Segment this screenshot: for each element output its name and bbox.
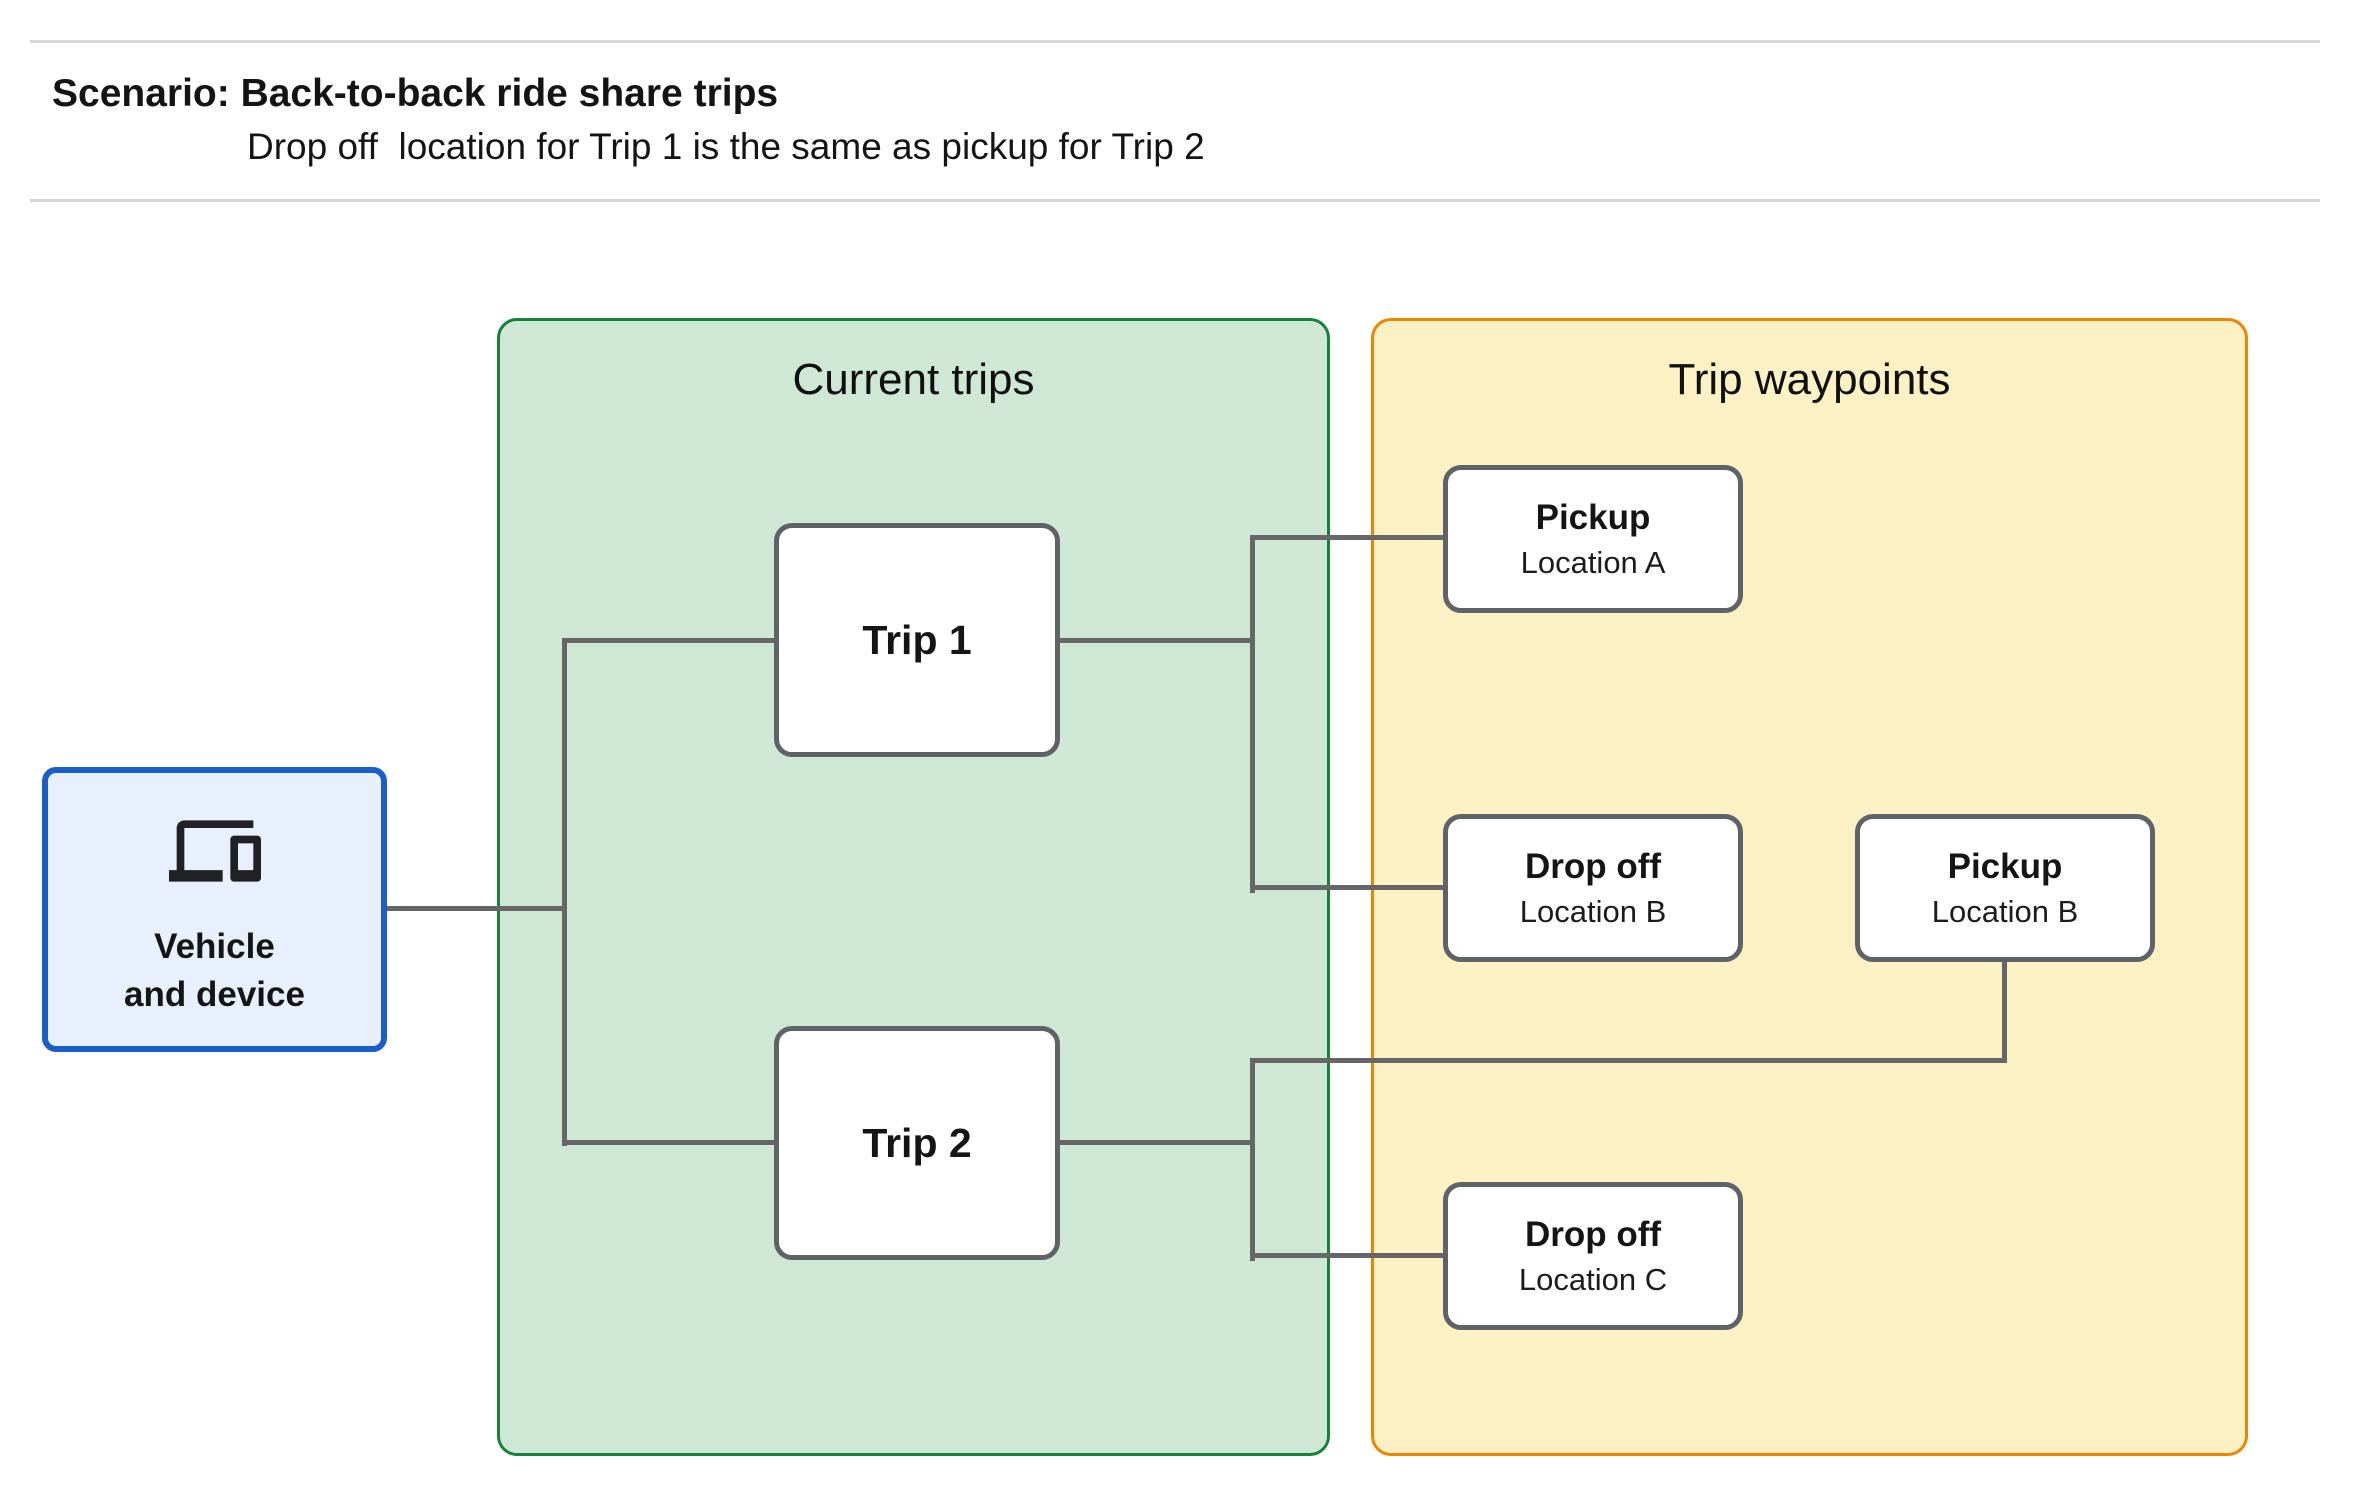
connector-to-pickup-a	[1252, 535, 1443, 540]
pickup-location-a-node: Pickup Location A	[1443, 465, 1743, 613]
vehicle-label-line2: and device	[124, 975, 305, 1014]
connector-trip1-junction-vertical	[1250, 535, 1255, 893]
waypoint-title: Pickup	[1535, 497, 1651, 537]
connector-trip1-to-junction	[1060, 638, 1252, 643]
connector-pickup-b-stem	[2002, 962, 2007, 1063]
pickup-location-b-node: Pickup Location B	[1855, 814, 2155, 962]
waypoint-subtitle: Location A	[1520, 544, 1666, 580]
current-trips-group: Current trips	[497, 318, 1330, 1456]
connector-junction-to-trip1	[564, 638, 774, 643]
vehicle-and-device-node: Vehicle and device	[42, 767, 387, 1052]
page-title: Scenario: Back-to-back ride share trips	[52, 72, 779, 115]
connector-junction-to-trip2	[564, 1140, 774, 1145]
page-subtitle: Drop off location for Trip 1 is the same…	[247, 126, 1205, 167]
connector-vehicle-to-junction	[387, 906, 564, 911]
trip-1-label: Trip 1	[862, 616, 972, 663]
dropoff-location-c-node: Drop off Location C	[1443, 1182, 1743, 1330]
connector-trip2-junction-vertical	[1250, 1058, 1255, 1261]
waypoint-subtitle: Location C	[1518, 1261, 1668, 1297]
trip-2-label: Trip 2	[862, 1119, 972, 1166]
dropoff-location-b-node: Drop off Location B	[1443, 814, 1743, 962]
vehicle-label-line1: Vehicle	[154, 927, 275, 966]
header-divider	[30, 199, 2320, 202]
devices-icon	[168, 820, 261, 882]
waypoint-title: Pickup	[1947, 846, 2063, 886]
waypoint-subtitle: Location B	[1519, 893, 1667, 929]
vehicle-node-label: Vehicle and device	[124, 923, 305, 1019]
waypoint-title: Drop off	[1524, 846, 1662, 886]
connector-to-dropoff-b	[1252, 885, 1443, 890]
waypoint-subtitle: Location B	[1931, 893, 2079, 929]
connector-vehicle-junction-vertical	[562, 638, 567, 1146]
connector-to-dropoff-c	[1252, 1253, 1443, 1258]
trip-waypoints-title: Trip waypoints	[1668, 355, 1951, 404]
current-trips-title: Current trips	[792, 355, 1035, 404]
trip-2-node: Trip 2	[774, 1026, 1060, 1260]
trip-1-node: Trip 1	[774, 523, 1060, 757]
connector-pickup-b-to-junction	[1252, 1058, 2005, 1063]
waypoint-title: Drop off	[1524, 1214, 1662, 1254]
top-divider	[30, 40, 2320, 43]
connector-trip2-to-junction	[1060, 1140, 1252, 1145]
